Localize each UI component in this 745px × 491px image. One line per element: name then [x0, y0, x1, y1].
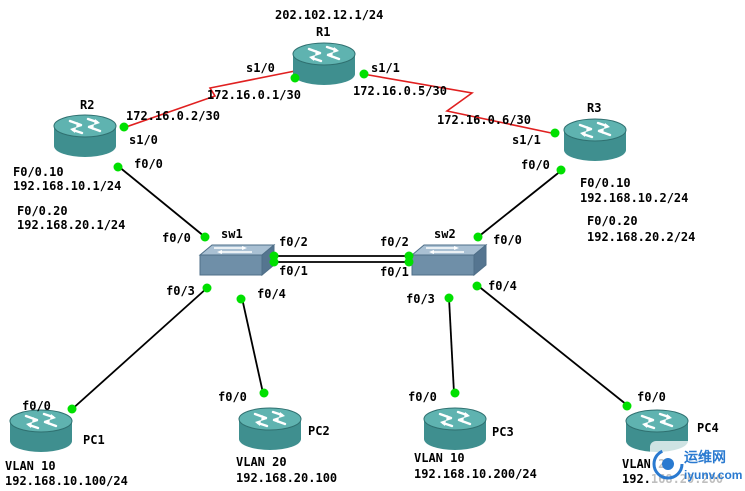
eth-link-sw2-pc4: [476, 284, 628, 406]
ip-label: 192.168.10.200/24: [414, 467, 537, 481]
subif-label: F0/0.20: [587, 214, 638, 228]
subif-label: F0/0.20: [17, 204, 68, 218]
device-label-sw1: sw1: [221, 227, 243, 241]
switch-icon: [199, 244, 275, 276]
port-label: f0/1: [380, 265, 409, 279]
port-dot[interactable]: [259, 388, 269, 398]
ip-label: 192.168.10.2/24: [580, 191, 688, 205]
port-label: f0/1: [279, 264, 308, 278]
switch-sw1[interactable]: [199, 244, 275, 276]
switch-icon: [411, 244, 487, 276]
port-label: f0/3: [166, 284, 195, 298]
port-dot[interactable]: [359, 69, 369, 79]
port-dot[interactable]: [290, 73, 300, 83]
router-r3[interactable]: [562, 117, 628, 163]
port-label: f0/0: [637, 390, 666, 404]
top-network-label: 202.102.12.1/24: [275, 8, 383, 22]
port-label: f0/0: [162, 231, 191, 245]
port-dot[interactable]: [236, 294, 246, 304]
port-label: f0/0: [134, 157, 163, 171]
port-label: f0/2: [380, 235, 409, 249]
device-label-r2: R2: [80, 98, 94, 112]
port-dot[interactable]: [473, 232, 483, 242]
serial-link-r1-r3: [362, 73, 557, 135]
port-label: s1/0: [246, 61, 275, 75]
vlan-label: VLAN 10: [414, 451, 465, 465]
watermark: 运维网 iyunv.com: [650, 441, 742, 489]
eth-link-sw1-pc2: [241, 297, 264, 394]
host-pc1[interactable]: [8, 408, 74, 454]
device-label-r3: R3: [587, 101, 601, 115]
port-label: f0/0: [521, 158, 550, 172]
ip-label: 192.168.20.1/24: [17, 218, 125, 232]
port-label: s1/1: [371, 61, 400, 75]
ip-label: 172.16.0.6/30: [437, 113, 531, 127]
ip-label: 192.168.10.100/24: [5, 474, 128, 488]
router-icon: [52, 113, 118, 159]
port-label: s1/1: [512, 133, 541, 147]
watermark-title: 运维网: [684, 449, 726, 466]
vlan-label: VLAN 20: [236, 455, 287, 469]
port-dot[interactable]: [202, 283, 212, 293]
eth-link-r3-sw2: [477, 169, 563, 238]
subif-label: F0/0.10: [13, 165, 64, 179]
port-label: f0/2: [279, 235, 308, 249]
port-dot[interactable]: [269, 257, 279, 267]
port-label: f0/0: [493, 233, 522, 247]
port-dot[interactable]: [550, 128, 560, 138]
labels: 202.102.12.1/24 R1 s1/0 s1/1 172.16.0.1/…: [5, 8, 723, 488]
host-pc2[interactable]: [237, 406, 303, 452]
port-dot[interactable]: [444, 293, 454, 303]
router-r2[interactable]: [52, 113, 118, 159]
device-label-pc4: PC4: [697, 421, 719, 435]
serial-link-r1-r2: [122, 70, 296, 129]
port-label: f0/0: [22, 399, 51, 413]
ip-label: 192.168.20.2/24: [587, 230, 695, 244]
watermark-url: iyunv.com: [684, 468, 742, 482]
port-label: f0/4: [488, 279, 517, 293]
port-label: f0/0: [218, 390, 247, 404]
port-dots: [67, 69, 632, 414]
device-label-sw2: sw2: [434, 227, 456, 241]
port-label: f0/3: [406, 292, 435, 306]
router-icon: [237, 406, 303, 452]
port-dot[interactable]: [450, 388, 460, 398]
router-icon: [422, 406, 488, 452]
port-label: f0/0: [408, 390, 437, 404]
device-label-r1: R1: [316, 25, 330, 39]
device-label-pc3: PC3: [492, 425, 514, 439]
port-dot[interactable]: [622, 401, 632, 411]
port-label: s1/0: [129, 133, 158, 147]
device-label-pc2: PC2: [308, 424, 330, 438]
device-label-pc1: PC1: [83, 433, 105, 447]
router-icon: [562, 117, 628, 163]
switch-sw2[interactable]: [411, 244, 487, 276]
eth-link-r2-sw1: [117, 165, 206, 238]
port-dot[interactable]: [113, 162, 123, 172]
router-icon: [291, 41, 357, 87]
port-dot[interactable]: [404, 257, 414, 267]
links: [69, 70, 628, 412]
host-pc3[interactable]: [422, 406, 488, 452]
ip-label: 172.16.0.5/30: [353, 84, 447, 98]
port-dot[interactable]: [556, 165, 566, 175]
port-label: f0/4: [257, 287, 286, 301]
watermark-logo-icon: [652, 448, 684, 480]
port-dot[interactable]: [119, 122, 129, 132]
subif-label: F0/0.10: [580, 176, 631, 190]
ip-label: 172.16.0.2/30: [126, 109, 220, 123]
router-r1[interactable]: [291, 41, 357, 87]
port-dot[interactable]: [200, 232, 210, 242]
eth-link-sw2-pc3: [448, 297, 455, 394]
ip-label: 192.168.10.1/24: [13, 179, 121, 193]
ip-label: 192.168.20.100: [236, 471, 337, 485]
port-dot[interactable]: [67, 404, 77, 414]
ip-label: 172.16.0.1/30: [207, 88, 301, 102]
eth-link-sw1-pc1: [69, 287, 208, 412]
vlan-label: VLAN 10: [5, 459, 56, 473]
port-dot[interactable]: [472, 281, 482, 291]
router-icon: [8, 408, 74, 454]
